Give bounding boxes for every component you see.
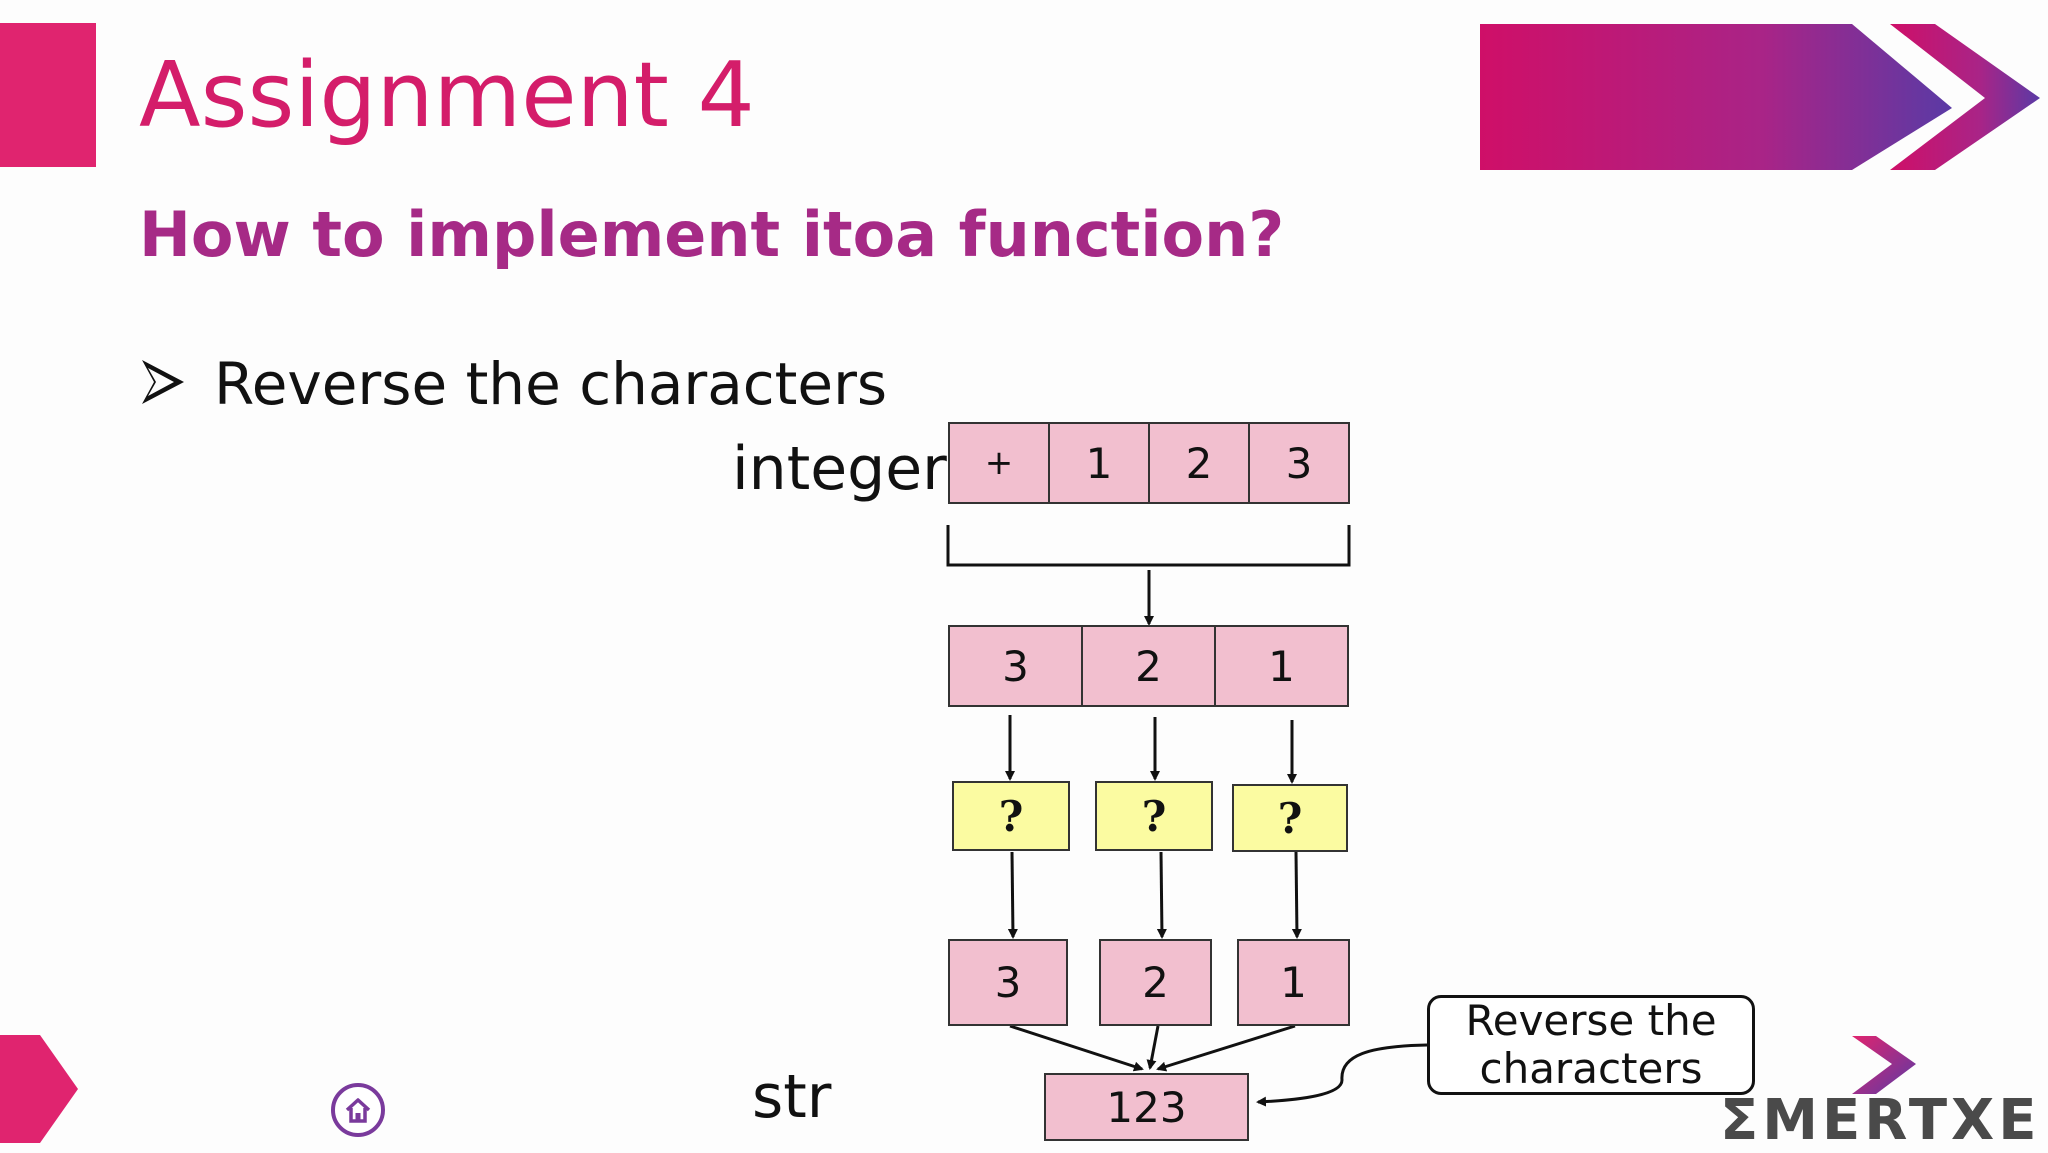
- unknown-step-cell: ?: [1232, 784, 1348, 852]
- bullet-text: Reverse the characters: [214, 350, 888, 418]
- reversed-cell: 1: [1214, 625, 1349, 707]
- str-label: str: [752, 1062, 832, 1132]
- callout-line: Reverse the: [1465, 995, 1717, 1045]
- left-accent-bar: [0, 23, 96, 167]
- bracket-line: [946, 525, 1351, 567]
- reversed-cell: 3: [948, 625, 1083, 707]
- input-cell: 3: [1248, 422, 1350, 504]
- slide-title: Assignment 4: [139, 43, 755, 148]
- slide-subtitle: How to implement itoa function?: [139, 198, 1285, 271]
- unknown-step-cell: ?: [952, 781, 1070, 851]
- result-cell: 123: [1044, 1073, 1249, 1141]
- callout-box: Reverse the characters: [1427, 995, 1755, 1095]
- arrow-line: [1156, 1024, 1296, 1072]
- output-char-cell: 2: [1099, 939, 1212, 1026]
- arrow-line: [1007, 851, 1018, 939]
- reversed-cell: 2: [1081, 625, 1216, 707]
- bullet-arrow-icon: [142, 360, 184, 404]
- brand-chevron-icon: [1852, 1036, 1916, 1094]
- home-button[interactable]: [331, 1083, 385, 1137]
- input-cell: 1: [1048, 422, 1150, 504]
- arrow-line: [1156, 851, 1167, 939]
- home-icon: [345, 1098, 371, 1123]
- arrow-line: [1146, 1025, 1160, 1070]
- output-char-cell: 3: [948, 939, 1068, 1026]
- bottom-left-accent: [0, 1035, 78, 1143]
- banner-chevron-icon: [1480, 24, 2040, 170]
- input-cell: 2: [1148, 422, 1250, 504]
- output-char-cell: 1: [1237, 939, 1350, 1026]
- unknown-step-cell: ?: [1095, 781, 1213, 851]
- callout-arrow: [1256, 1043, 1428, 1107]
- callout-line: characters: [1479, 1044, 1703, 1093]
- integer-label: integer: [732, 434, 947, 504]
- input-cell: +: [948, 422, 1050, 504]
- arrow-line: [1291, 851, 1302, 939]
- arrow-line: [1009, 1024, 1144, 1072]
- brand-logo: ΣMERTXE: [1720, 1088, 2041, 1153]
